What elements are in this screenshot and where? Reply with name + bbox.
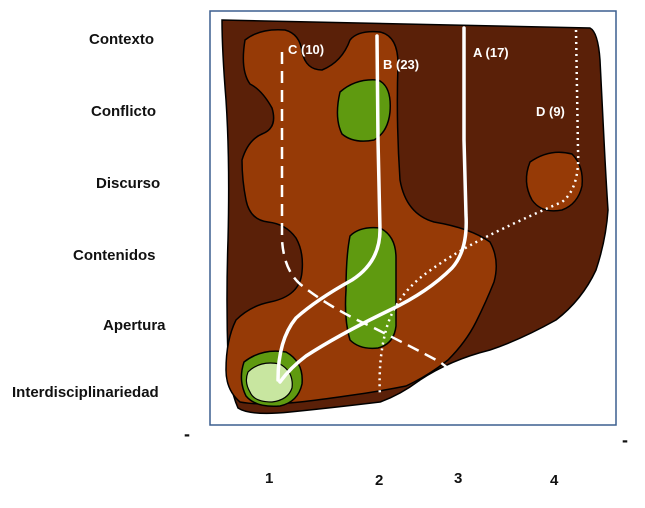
path-b-line [276,34,382,382]
column-label-4: 4 [550,472,559,489]
row-label-contexto: Contexto [89,31,154,48]
path-c-label: C (10) [288,42,324,57]
region-green-upper [336,79,391,142]
path-d-line [378,29,580,397]
region-light-green [245,362,293,403]
row-label-interdisciplinariedad: Interdisciplinariedad [12,384,159,401]
path-c-line [280,52,459,377]
row-label-discurso: Discurso [96,175,161,192]
path-d-label: D (9) [536,104,565,119]
row-label-conflicto: Conflicto [91,103,156,120]
region-rust [225,28,497,405]
region-rust-small [525,151,584,212]
axis-mark-left: - [184,424,190,444]
column-label-2: 2 [375,472,384,489]
path-a-line [278,26,468,384]
row-label-contenidos: Contenidos [73,247,156,264]
axis-mark-right: - [622,430,628,450]
diagram-frame [209,10,617,426]
column-label-1: 1 [265,470,274,487]
path-b-label: B (23) [383,57,419,72]
path-a-label: A (17) [473,45,509,60]
row-label-apertura: Apertura [103,317,166,334]
column-label-3: 3 [454,470,463,487]
